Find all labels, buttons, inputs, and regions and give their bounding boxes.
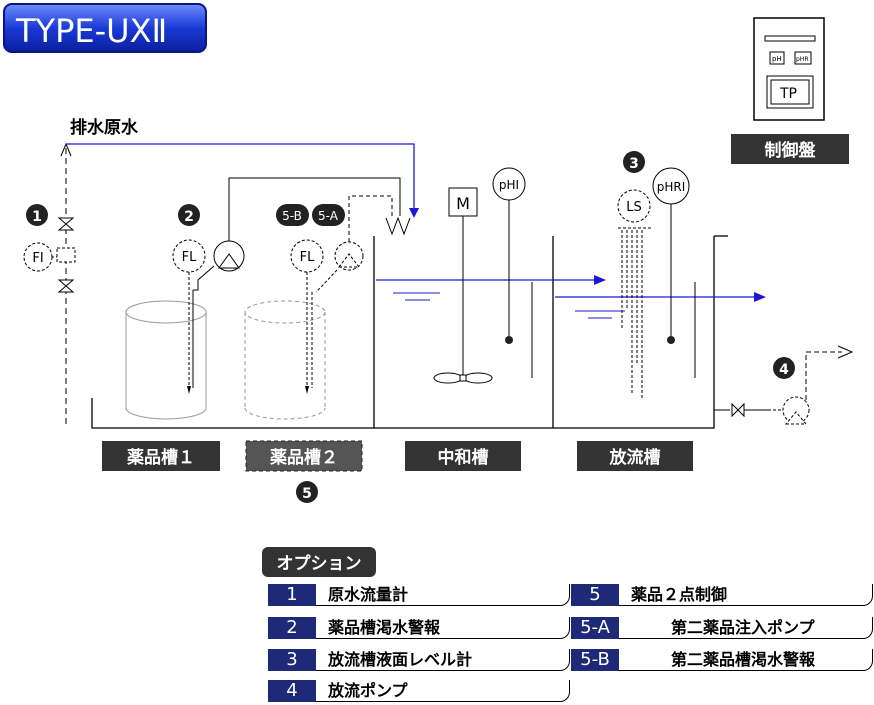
motor-label: M — [456, 194, 470, 213]
flow-meter: FI — [23, 217, 76, 293]
fl-1-label: FL — [182, 250, 197, 265]
option-num: 5-A — [571, 617, 619, 639]
svg-text:放流槽: 放流槽 — [609, 447, 661, 468]
svg-text:制御盤: 制御盤 — [765, 140, 817, 161]
svg-text:薬品槽１: 薬品槽１ — [127, 447, 195, 468]
chemical-tank-2: FL — [244, 195, 393, 420]
marker-5: 5 — [296, 481, 318, 503]
phr-indicator-label: pHR — [796, 56, 809, 63]
phr-label: pHRI — [657, 180, 686, 194]
discharge-pump — [714, 345, 854, 425]
svg-text:5-B: 5-B — [282, 209, 302, 223]
option-text: 薬品槽渇水警報 — [316, 617, 570, 639]
level-switch: LS — [617, 189, 652, 400]
svg-text:1: 1 — [32, 209, 42, 225]
title-badge: TYPE-UXⅡ — [3, 3, 207, 53]
option-num: 2 — [268, 617, 316, 639]
mixer: M — [433, 187, 493, 384]
fl-2-label: FL — [300, 250, 315, 265]
option-num: 3 — [268, 649, 316, 671]
option-text: 原水流量計 — [316, 584, 570, 606]
svg-text:2: 2 — [184, 209, 194, 225]
control-panel-label: 制御盤 — [731, 134, 849, 164]
chemical-tank-1: FL — [125, 177, 401, 420]
option-num: 5-B — [571, 649, 619, 671]
option-num: 1 — [268, 584, 316, 606]
svg-text:オプション: オプション — [277, 553, 362, 574]
ph-indicator-label: pH — [772, 55, 782, 63]
marker-3: 3 — [623, 151, 645, 173]
tank-label-discharge: 放流槽 — [577, 441, 693, 471]
option-text: 放流槽液面レベル計 — [316, 649, 570, 671]
ph-label: pHI — [499, 178, 519, 192]
marker-2: 2 — [178, 204, 200, 226]
marker-4: 4 — [773, 357, 795, 379]
svg-text:5: 5 — [302, 486, 312, 502]
tank-walls — [91, 236, 715, 429]
tank-label-chem2: 薬品槽２ — [245, 440, 363, 472]
ls-label: LS — [626, 200, 642, 215]
option-num: 4 — [268, 680, 316, 702]
page-title: TYPE-UXⅡ — [15, 12, 167, 50]
svg-text:4: 4 — [779, 362, 789, 378]
marker-1: 1 — [26, 204, 48, 226]
svg-text:中和槽: 中和槽 — [438, 447, 489, 468]
svg-text:薬品槽２: 薬品槽２ — [270, 447, 338, 468]
option-text: 第二薬品槽渇水警報 — [619, 649, 873, 671]
option-num: 5 — [571, 584, 619, 606]
water-flow — [376, 275, 766, 319]
injection-nozzle — [385, 216, 411, 236]
tank-label-chem1: 薬品槽１ — [102, 441, 220, 471]
inflow-label: 排水原水 — [70, 117, 139, 138]
svg-text:3: 3 — [629, 156, 639, 172]
ph-sensor: pHI — [492, 167, 526, 344]
option-text: 放流ポンプ — [316, 680, 570, 702]
marker-5b: 5-B — [276, 204, 309, 226]
tp-button-label: TP — [779, 86, 797, 102]
tank-label-neutral: 中和槽 — [405, 441, 521, 471]
phr-sensor: pHRI — [652, 167, 690, 344]
option-text: 第二薬品注入ポンプ — [619, 617, 873, 639]
svg-text:5-A: 5-A — [318, 209, 339, 223]
marker-5a: 5-A — [312, 204, 345, 226]
options-header: オプション — [262, 547, 376, 577]
control-panel: pH pHR TP — [753, 17, 825, 121]
option-text: 薬品２点制御 — [619, 584, 873, 606]
fi-label: FI — [32, 251, 43, 266]
